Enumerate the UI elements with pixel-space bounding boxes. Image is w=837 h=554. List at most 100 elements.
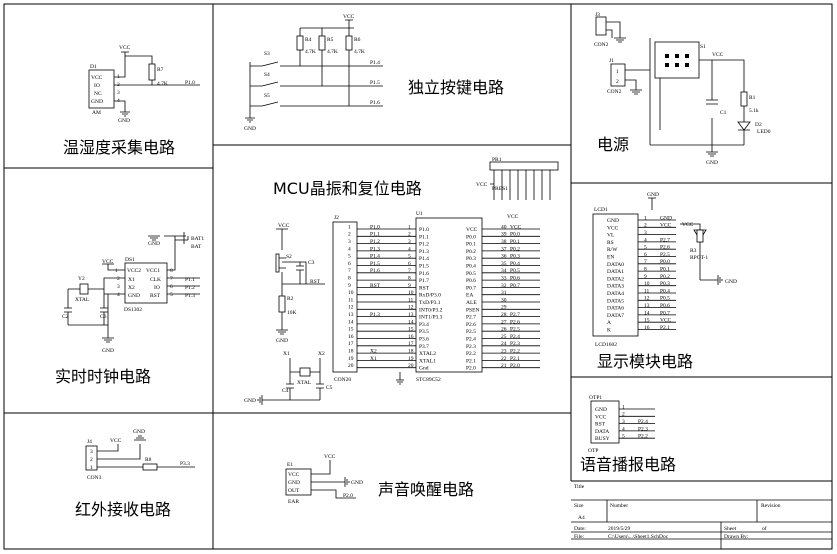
j3-connector bbox=[595, 16, 607, 36]
j2-pin-num: 18 bbox=[348, 349, 354, 355]
u1-pin-num: 8 bbox=[408, 276, 411, 282]
lcd-pin-name: GND bbox=[607, 218, 619, 224]
lcd-pin-name: R/W bbox=[607, 247, 618, 253]
e1-label: E1 bbox=[287, 462, 293, 468]
ds1-pin: VCC1 bbox=[146, 268, 160, 274]
tb-date: Date: bbox=[574, 526, 586, 532]
u1-pin-name: P0.6 bbox=[466, 278, 476, 284]
u1-pin-num: 1 bbox=[408, 224, 411, 230]
j1-part: CON2 bbox=[607, 89, 622, 95]
u1-pin-name: PSEN bbox=[466, 307, 479, 313]
buzzer-circuit: E1 EAR VCC GND OUT VCC GND P2.0 bbox=[285, 454, 363, 505]
c2-label: C2 bbox=[62, 314, 69, 320]
rtc-net-label: P1.2 bbox=[185, 285, 195, 291]
lcd-net-label: VCC bbox=[660, 223, 672, 229]
lcd-pin-num: 16 bbox=[644, 325, 650, 331]
lcd-net-label: P0.7 bbox=[660, 310, 670, 316]
u1-pin-name: Gnd bbox=[419, 366, 429, 372]
ds1-pin-num: 4 bbox=[117, 292, 120, 298]
r8-resistor bbox=[142, 463, 158, 471]
u1-pin-num: 10 bbox=[408, 290, 414, 296]
u1-pin-num: 29 bbox=[501, 305, 507, 311]
j2-net-label: P1.6 bbox=[370, 268, 380, 274]
rtc-circuit: DS1 DS1302 VCC2 1 X1 X2 GND 2 3 4 VCC1 C… bbox=[62, 232, 204, 354]
bat-part: BAT bbox=[191, 244, 202, 250]
u1-pin-name: P3.7 bbox=[419, 344, 429, 350]
u1-pin-num: 19 bbox=[408, 356, 414, 362]
j2-net-label: P1.4 bbox=[370, 254, 380, 260]
u1-pin-name: P1.5 bbox=[419, 264, 429, 270]
r1-value: 5.1k bbox=[749, 108, 759, 114]
lcd-net-label: P2.6 bbox=[660, 245, 670, 251]
u1-label: U1 bbox=[416, 211, 423, 217]
y2-part: XTAL bbox=[75, 297, 90, 303]
otp-net-label: P2.4 bbox=[638, 419, 648, 425]
lcd1-label: LCD1 bbox=[594, 207, 608, 213]
u1-pin-name: P2.5 bbox=[466, 329, 476, 335]
r4-label: R4 bbox=[305, 37, 312, 43]
u1-pin-name: XTAL1 bbox=[419, 358, 436, 364]
u1-net-label: P0.7 bbox=[510, 283, 520, 289]
u1-pin-name: P0.1 bbox=[466, 242, 476, 248]
j2-pin-num: 4 bbox=[348, 246, 351, 252]
key-net-label: P1.5 bbox=[370, 80, 380, 86]
e1-pin: GND bbox=[288, 480, 300, 486]
u1-pin-num: 40 bbox=[501, 224, 507, 230]
title-rtc: 实时时钟电路 bbox=[55, 367, 151, 386]
u1-pin-num: 26 bbox=[501, 327, 507, 333]
vcc-label: VCC bbox=[476, 182, 488, 188]
ds1-pin-num: 5 bbox=[170, 292, 173, 298]
r3-label: R3 bbox=[690, 248, 697, 254]
u1-pin-num: 14 bbox=[408, 319, 414, 325]
j2-pin-num: 7 bbox=[348, 268, 351, 274]
gnd-label: GND bbox=[244, 126, 256, 132]
lcd-net-label: GND bbox=[660, 215, 672, 221]
r3-potentiometer bbox=[696, 229, 704, 243]
lcd-pin-num: 5 bbox=[644, 245, 647, 251]
buzzer-net-label: P2.0 bbox=[343, 493, 353, 499]
u1-pin-name: P1.6 bbox=[419, 271, 429, 277]
gnd-label: GND bbox=[725, 279, 737, 285]
tb-size: Size bbox=[574, 503, 584, 509]
r2-resistor bbox=[278, 295, 286, 313]
lcd-net-label: P0.6 bbox=[660, 303, 670, 309]
tb-sheet: Sheet bbox=[724, 526, 737, 532]
u1-pin-num: 38 bbox=[501, 239, 507, 245]
u1-pin-num: 37 bbox=[501, 246, 507, 252]
ds1-pin: GND bbox=[128, 293, 140, 299]
u1-pin-num: 9 bbox=[408, 283, 411, 289]
title-mcu: MCU晶振和复位电路 bbox=[273, 179, 422, 198]
u1-pin-num: 23 bbox=[501, 349, 507, 355]
d2-label: D2 bbox=[755, 122, 762, 128]
otp-pin-num: 1 bbox=[622, 404, 625, 410]
vcc-label: VCC bbox=[712, 52, 724, 58]
u1-net-label: P2.6 bbox=[510, 319, 520, 325]
e1-pin: OUT bbox=[288, 488, 300, 494]
j4-pin: 3 bbox=[90, 449, 93, 455]
j2-pin-num: 10 bbox=[348, 290, 354, 296]
ds1-pin: X1 bbox=[128, 277, 135, 283]
d1-pin-name: GND bbox=[91, 99, 103, 105]
u1-pin-name: P2.2 bbox=[466, 351, 476, 357]
tb-title: Title bbox=[574, 484, 585, 490]
lcd-pin-name: VL bbox=[607, 233, 615, 239]
j2-pin-num: 9 bbox=[348, 283, 351, 289]
u1-pin-num: 28 bbox=[501, 312, 507, 318]
lcd-pin-name: DATA7 bbox=[607, 313, 624, 319]
gnd-label: GND bbox=[647, 192, 659, 198]
pr1-part: PRES1 bbox=[492, 186, 508, 192]
r4-value: 4.7K bbox=[305, 49, 316, 55]
u1-pin-num: 31 bbox=[501, 290, 507, 296]
ds1-part: DS1302 bbox=[124, 307, 142, 313]
title-display: 显示模块电路 bbox=[597, 352, 693, 371]
gnd-label: GND bbox=[148, 241, 160, 247]
u1-pin-num: 25 bbox=[501, 334, 507, 340]
power-circuit: J3 CON2 J1 1 2 CON2 S1 VCC R1 5.1k C1 D2… bbox=[594, 12, 771, 166]
x2-label: X2 bbox=[318, 351, 325, 357]
lcd-pin-num: 4 bbox=[644, 237, 647, 243]
u1-pin-num: 24 bbox=[501, 341, 507, 347]
c3-label: C3 bbox=[308, 260, 315, 266]
